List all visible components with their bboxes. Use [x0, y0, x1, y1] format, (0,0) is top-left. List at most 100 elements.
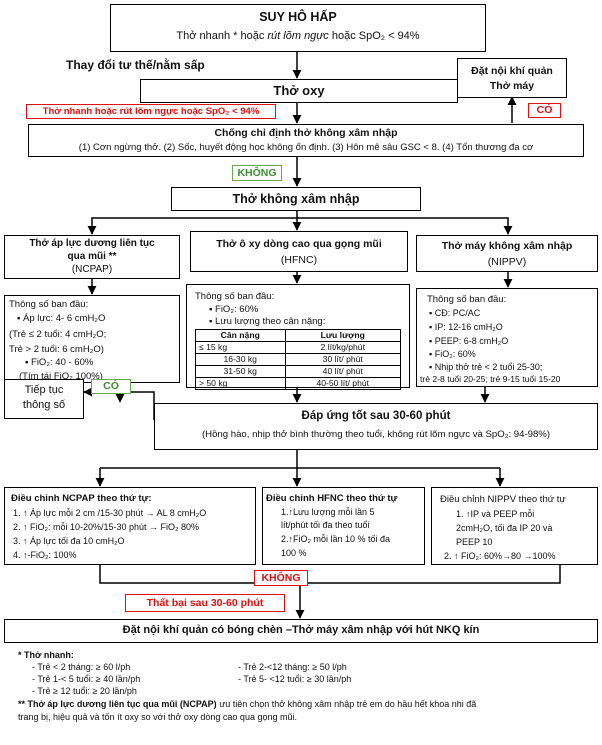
nippv-param-rate: ▪ Nhịp thở trẻ < 2 tuổi 25-30; — [429, 362, 543, 372]
hfnc-param-fio2: ▪ FiO₂: 60% — [209, 304, 259, 315]
note-ncpap-priority: ** Thở áp lực dương liên tục qua mũi (NC… — [18, 699, 477, 709]
hfnc-params-box: Thông số ban đầu: ▪ FiO₂: 60% ▪ Lưu lượn… — [186, 284, 410, 390]
ncpap-param-cyanosis: (Tím tái FiO₂ 100%) — [19, 371, 103, 382]
adjust-ncpap-box: Điều chỉnh NCPAP theo thứ tự: 1. ↑ Áp lự… — [4, 487, 256, 565]
ncpap-box: Thở áp lực dương liên tục qua mũi ** (NC… — [4, 235, 180, 279]
table-cell: 40-50 lít/ phút — [284, 377, 401, 390]
nippv-params-title: Thông số ban đầu: — [427, 294, 507, 305]
continue-line1: Tiếp tục — [24, 384, 64, 396]
adjust-ncpap-step2: 2. ↑ FiO₂: mỗi 10-20%/15-30 phút → FiO₂ … — [13, 522, 200, 532]
adjust-hfnc-step1: 1.↑Lưu lượng mỗi lần 5 — [281, 507, 375, 517]
table-cell: ≤ 15 kg — [195, 341, 286, 354]
nippv-box: Thở máy không xâm nhập (NIPPV) — [416, 235, 598, 272]
hfnc-param-flow: ▪ Lưu lượng theo cân nặng: — [209, 316, 326, 327]
ncpap-params-title: Thông số ban đầu: — [9, 299, 89, 310]
adjust-ncpap-step3: 3. ↑ Áp lực tối đa 10 cmH₂O — [13, 536, 125, 546]
respiratory-failure-criteria: Thở nhanh * hoặc rút lõm ngực hoặc SpO₂ … — [176, 30, 420, 42]
respiratory-failure-box: SUY HÔ HẤP Thở nhanh * hoặc rút lõm ngực… — [110, 4, 486, 52]
co-label-mid: CÓ — [91, 379, 131, 394]
final-intubation-label: Đặt nội khí quản có bóng chèn –Thở máy x… — [122, 624, 480, 636]
bullet-icon: ▪ — [429, 362, 435, 372]
nippv-title: Thở máy không xâm nhập — [441, 240, 573, 252]
arrow-response-to-continue — [83, 387, 155, 420]
ncpap-param-over2: Trẻ > 2 tuổi: 6 cmH₂O) — [9, 344, 104, 355]
bullet-icon: ▪ — [209, 316, 216, 327]
bullet-icon: ▪ — [209, 304, 216, 315]
hfnc-abbr: (HFNC) — [280, 254, 318, 266]
table-cell: 40 lít/ phút — [284, 365, 401, 378]
adjust-ncpap-step4: 4. ↑-FiO₂: 100% — [13, 550, 77, 560]
intubation-ventilation-box: Đặt nội khí quản Thở máy — [457, 58, 567, 98]
ncpap-params-box: Thông số ban đầu: ▪ Áp lực: 4- 6 cmH₂O (… — [4, 295, 180, 383]
noninvasive-box: Thở không xâm nhập — [171, 187, 421, 211]
ncpap-abbr: (NCPAP) — [71, 264, 113, 275]
bullet-icon: ▪ — [429, 322, 435, 332]
respiratory-failure-title: SUY HÔ HẤP — [259, 10, 337, 24]
note-rate-2-12m: - Trẻ 2-<12 tháng: ≥ 50 l/ph — [238, 662, 347, 672]
nippv-param-rate-ages: trẻ 2-8 tuổi 20-25; trẻ 9-15 tuổi 15-20 — [420, 374, 561, 384]
adjust-hfnc-step2: 2.↑FiO₂ mỗi lần 10 % tối đa — [281, 534, 391, 544]
ncpap-title-line2: qua mũi ** — [67, 251, 117, 262]
good-response-box: Đáp ứng tốt sau 30-60 phút (Hồng hào, nh… — [154, 403, 598, 450]
table-cell: > 50 kg — [195, 377, 286, 390]
nippv-param-mode: ▪ CĐ: PC/AC — [429, 308, 481, 318]
contraindication-box: Chống chỉ định thở không xâm nhập (1) Cơ… — [28, 124, 584, 157]
nippv-abbr: (NIPPV) — [487, 256, 527, 268]
arrow-noninvasive-to-ncpap — [87, 217, 297, 235]
adjust-hfnc-title: Điều chỉnh HFNC theo thứ tự — [266, 493, 398, 504]
table-header: Cân nặng — [195, 329, 286, 342]
note-ncpap-priority-cont: trang bị, hiệu quả và tốn ít oxy so với … — [18, 712, 297, 722]
note-tachypnea-title: * Thở nhanh: — [18, 650, 74, 660]
adjust-hfnc-box: Điều chỉnh HFNC theo thứ tự 1.↑Lưu lượng… — [262, 487, 425, 565]
continue-line2: thông số — [22, 399, 66, 411]
bullet-icon: ▪ — [429, 308, 435, 318]
adjust-nippv-title: Điều chỉnh NIPPV theo thứ tự — [440, 494, 566, 505]
good-response-title: Đáp ứng tốt sau 30-60 phút — [301, 410, 451, 422]
khong-label-top: KHÔNG — [232, 165, 282, 181]
ventilation-label: Thở máy — [489, 80, 535, 92]
good-response-detail: (Hồng hào, nhịp thở bình thường theo tuổ… — [201, 429, 551, 440]
ncpap-title-line1: Thở áp lực dương liên tục — [29, 238, 155, 249]
ncpap-param-under2: (Trẻ ≤ 2 tuổi: 4 cmH₂O; — [9, 329, 107, 340]
nippv-param-ip: ▪ IP: 12-16 cmH₂O — [429, 322, 503, 332]
note-rate-under-2m: - Trẻ < 2 tháng: ≥ 60 l/ph — [32, 662, 131, 672]
table-header-row: Cân nặng Lưu lượng — [195, 329, 401, 342]
ncpap-param-fio2: ▪ FiO₂: 40 - 60% — [25, 357, 94, 368]
failure-box: Thất bại sau 30-60 phút — [125, 594, 285, 612]
contraindication-title: Chống chỉ định thở không xâm nhập — [214, 127, 398, 139]
hfnc-box: Thở ô xy dòng cao qua gọng mũi (HFNC) — [190, 231, 408, 272]
table-cell: 30 lít/ phút — [284, 353, 401, 366]
noninvasive-label: Thở không xâm nhập — [232, 192, 360, 206]
adjust-ncpap-step1: 1. ↑ Áp lực mỗi 2 cm /15-30 phút → AL 8 … — [13, 508, 207, 518]
table-header: Lưu lượng — [284, 329, 401, 342]
nippv-param-fio2: ▪ FiO₂: 60% — [429, 349, 476, 359]
adjust-ncpap-title: Điều chỉnh NCPAP theo thứ tự: — [11, 493, 152, 504]
adjust-nippv-box: Điều chỉnh NIPPV theo thứ tự 1. ↑IP và P… — [431, 487, 598, 565]
note-rate-over-12y: - Trẻ ≥ 12 tuổi: ≥ 20 lần/ph — [32, 686, 137, 696]
table-cell: 16-30 kg — [195, 353, 286, 366]
note-rate-1-5y: - Trẻ 1-< 5 tuổi: ≥ 40 lần/ph — [32, 674, 141, 684]
khong-label-bottom: KHÔNG — [254, 570, 308, 586]
tachypnea-warning-box: Thở nhanh hoặc rút lõm ngực hoặc SpO₂ < … — [26, 104, 276, 119]
oxygen-therapy-label: Thở oxy — [273, 83, 325, 98]
co-label-top: CÓ — [528, 103, 561, 118]
adjust-hfnc-step2-cont: 100 % — [281, 548, 307, 558]
adjust-nippv-step1: 1. ↑IP và PEEP mỗi — [456, 509, 535, 519]
adjust-nippv-step1-cont: 2cmH₂O, tối đa IP 20 và — [456, 523, 553, 533]
bullet-icon: ▪ — [429, 349, 435, 359]
bullet-icon: ▪ — [17, 313, 24, 324]
table-cell: 2 lít/kg/phút — [284, 341, 401, 354]
intubation-label: Đặt nội khí quản — [471, 65, 553, 77]
hfnc-title: Thở ô xy dòng cao qua gọng mũi — [216, 238, 382, 250]
adjust-nippv-step1-peep: PEEP 10 — [456, 537, 493, 547]
note-rate-5-12y: - Trẻ 5- <12 tuổi: ≥ 30 lần/ph — [238, 674, 352, 684]
table-cell: 31-50 kg — [195, 365, 286, 378]
adjust-nippv-step2: 2. ↑ FiO₂: 60%→80 →100% — [444, 551, 556, 561]
arrow-noninvasive-to-nippv — [297, 217, 513, 235]
contraindication-items: (1) Cơn ngừng thở. (2) Sốc, huyết động h… — [78, 142, 534, 153]
nippv-params-box: Thông số ban đầu: ▪ CĐ: PC/AC ▪ IP: 12-1… — [416, 288, 598, 387]
ncpap-param-pressure: ▪ Áp lực: 4- 6 cmH₂O — [17, 313, 106, 324]
adjust-hfnc-step1-cont: lít/phút tối đa theo tuổi — [281, 520, 370, 530]
